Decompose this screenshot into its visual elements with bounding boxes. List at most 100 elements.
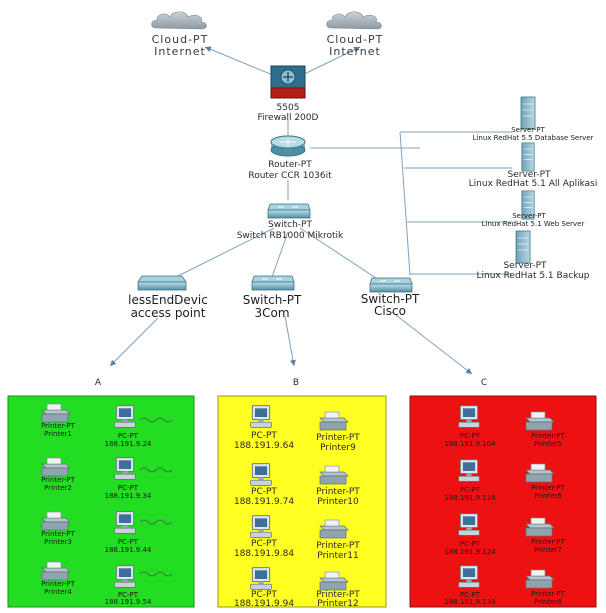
- pc-icon: [250, 405, 272, 428]
- firewall-icon: [270, 65, 306, 99]
- pc-type: PC-PT: [118, 484, 139, 492]
- switch-cisco[interactable]: Switch-PT Cisco: [361, 277, 420, 318]
- zone-a-pc[interactable]: PC-PT 188.191.9.34: [105, 457, 152, 500]
- pc-ip: 188.191.9.124: [444, 548, 496, 556]
- pc-ip: 188.191.9.34: [105, 492, 152, 500]
- zone-a-pc[interactable]: PC-PT 188.191.9.44: [105, 511, 152, 554]
- link-firewall-cloud1: [204, 46, 281, 79]
- zone-c-printer[interactable]: Printer-PT Printer8: [525, 569, 566, 606]
- zone-c-printer[interactable]: Printer-PT Printer6: [525, 463, 566, 500]
- zone-a-printer[interactable]: Printer-PT Printer4: [41, 561, 76, 596]
- printer-type: Printer-PT: [531, 538, 566, 546]
- server-icon: [521, 142, 535, 172]
- pc-ip: 188.191.9.104: [444, 440, 496, 448]
- zone-a-pc[interactable]: PC-PT 188.191.9.24: [105, 405, 152, 448]
- pc-icon: [250, 567, 272, 590]
- pc-type: PC-PT: [460, 540, 481, 548]
- cloud-icon: [326, 11, 382, 30]
- printer-type: Printer-PT: [41, 580, 76, 588]
- server-name: Linux RedHat 5.5 Database Server: [473, 134, 594, 142]
- pc-ip: 188.191.9.94: [234, 599, 294, 609]
- server-4[interactable]: Server-PT Linux RedHat 5.1 Backup: [476, 230, 590, 281]
- printer-type: Printer-PT: [531, 432, 566, 440]
- zone-c-printer[interactable]: Printer-PT Printer5: [525, 411, 566, 448]
- zone-a: Printer-PT Printer1 PC-PT 188.191.9.24 P…: [7, 395, 195, 608]
- zone-b-pc[interactable]: PC-PT 188.191.9.74: [234, 463, 294, 507]
- server-2[interactable]: Server-PT Linux RedHat 5.1 All Aplikasi: [469, 142, 598, 189]
- printer-name: Printer3: [44, 538, 72, 546]
- pc-icon: [114, 457, 136, 480]
- switch-3com[interactable]: Switch-PT 3Com: [243, 275, 302, 320]
- server-name: Linux RedHat 5.1 Backup: [476, 271, 589, 281]
- router[interactable]: Router-PT Router CCR 1036it: [248, 135, 332, 181]
- zone-a-background: [7, 395, 195, 608]
- zone-b-pc[interactable]: PC-PT 188.191.9.64: [234, 405, 294, 451]
- access-point-icon: [137, 275, 187, 291]
- cloud-2[interactable]: Cloud-PT Internet: [326, 11, 384, 58]
- server-name: Linux RedHat 5.1 All Aplikasi: [469, 179, 598, 189]
- printer-name: Printer7: [534, 546, 562, 554]
- server-3[interactable]: Server-PT Linux RedHat 5.1 Web Server: [482, 190, 585, 228]
- printer-name: Printer1: [44, 430, 72, 438]
- switch-icon: [267, 203, 311, 219]
- pc-ip: 188.191.9.114: [444, 494, 496, 502]
- zone-c-background: [409, 395, 597, 608]
- server-icon: [520, 96, 536, 130]
- pc-icon: [114, 511, 136, 534]
- access-point-type: lessEndDevic: [128, 293, 208, 307]
- switch-cisco-type: Switch-PT: [361, 292, 420, 306]
- zone-c-pc[interactable]: PC-PT 188.191.9.124: [444, 513, 496, 556]
- pc-icon: [114, 405, 136, 428]
- switch-3com-type: Switch-PT: [243, 293, 302, 307]
- zone-b-pc[interactable]: PC-PT 188.191.9.94: [234, 567, 294, 609]
- wireless-link: [139, 519, 173, 525]
- access-point[interactable]: lessEndDevic access point: [128, 275, 208, 320]
- server-name: Linux RedHat 5.1 Web Server: [482, 220, 585, 228]
- printer-type: Printer-PT: [41, 530, 76, 538]
- zone-c-pc[interactable]: PC-PT 188.191.9.114: [444, 459, 496, 502]
- router-icon: [270, 135, 306, 157]
- server-type: Server-PT: [503, 261, 547, 271]
- firewall-model: 5505: [277, 103, 300, 113]
- cloud-icon: [151, 11, 207, 30]
- firewall[interactable]: 5505 Firewall 200D: [258, 65, 319, 123]
- printer-name: Printer11: [317, 551, 358, 561]
- router-type: Router-PT: [268, 160, 312, 170]
- zone-c-pc[interactable]: PC-PT 188.191.9.104: [444, 405, 496, 448]
- links: [109, 46, 512, 375]
- router-name: Router CCR 1036it: [248, 171, 332, 181]
- zone-b-printer[interactable]: Printer-PT Printer12: [316, 571, 360, 609]
- core-switch-type: Switch-PT: [268, 220, 312, 230]
- pc-ip: 188.191.9.64: [234, 441, 294, 451]
- pc-ip: 188.191.9.74: [234, 497, 294, 507]
- zone-b-printer[interactable]: Printer-PT Printer10: [316, 465, 360, 507]
- zone-a-printer[interactable]: Printer-PT Printer1: [41, 403, 76, 438]
- pc-icon: [458, 405, 480, 428]
- zone-b-pc[interactable]: PC-PT 188.191.9.84: [234, 515, 294, 559]
- server-1[interactable]: Server-PT Linux RedHat 5.5 Database Serv…: [473, 96, 594, 142]
- zone-a-pc[interactable]: PC-PT 188.191.9.54: [105, 565, 152, 606]
- printer-type: Printer-PT: [531, 590, 566, 598]
- core-switch[interactable]: Switch-PT Switch RB1000 Mikrotik: [237, 203, 344, 241]
- zone-a-printer[interactable]: Printer-PT Printer3: [41, 511, 76, 546]
- zone-c-pc[interactable]: PC-PT 188.191.9.134: [444, 565, 496, 606]
- switch-cisco-name: Cisco: [374, 304, 406, 318]
- zone-letter-a: A: [95, 378, 102, 388]
- link-server-bus-vertical: [399, 131, 411, 276]
- zone-a-printer[interactable]: Printer-PT Printer2: [41, 457, 76, 492]
- cloud-1[interactable]: Cloud-PT Internet: [151, 11, 209, 58]
- wireless-link: [139, 571, 173, 577]
- printer-name: Printer12: [317, 599, 358, 609]
- server-icon: [515, 230, 531, 264]
- zone-letter-c: C: [481, 378, 487, 388]
- pc-ip: 188.191.9.54: [105, 598, 152, 606]
- zone-b-printer[interactable]: Printer-PT Printer9: [316, 411, 360, 453]
- zone-c-printer[interactable]: Printer-PT Printer7: [525, 517, 566, 554]
- printer-name: Printer2: [44, 484, 72, 492]
- pc-type: PC-PT: [251, 487, 277, 497]
- zone-letter-b: B: [293, 378, 299, 388]
- pc-type: PC-PT: [251, 431, 277, 441]
- zone-b-printer[interactable]: Printer-PT Printer11: [316, 519, 360, 561]
- zone-b: PC-PT 188.191.9.64 Printer-PT Printer9 P…: [217, 395, 387, 609]
- printer-name: Printer9: [320, 443, 356, 453]
